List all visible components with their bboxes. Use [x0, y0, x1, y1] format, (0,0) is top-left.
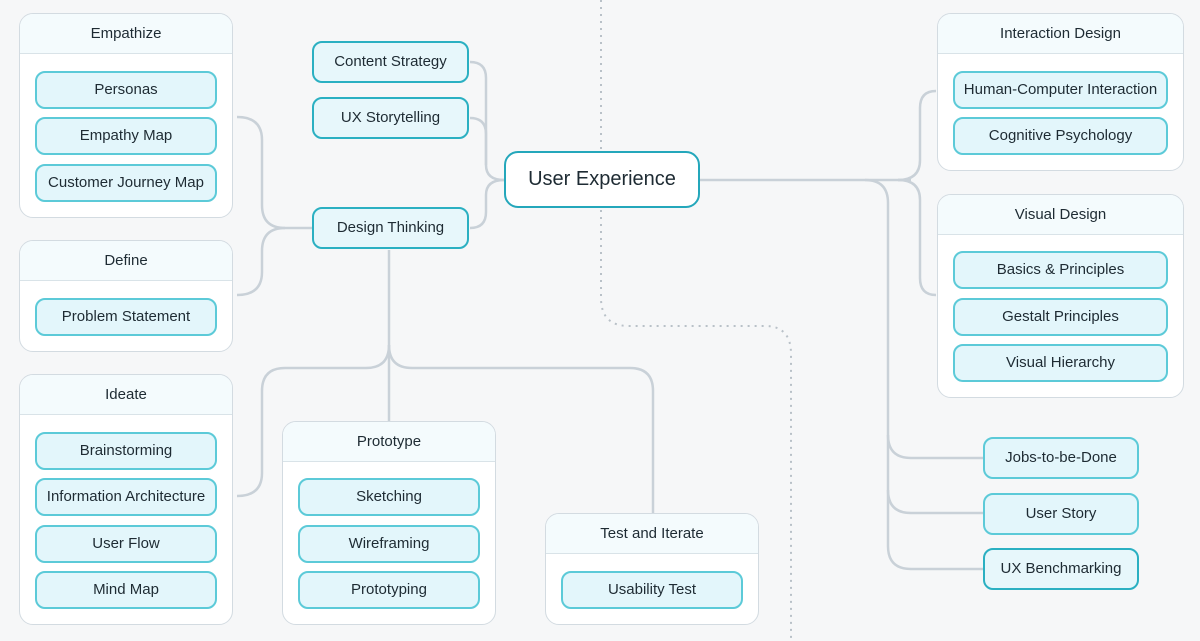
node-cognitive-psychology[interactable]: Cognitive Psychology — [953, 117, 1168, 155]
node-gestalt-principles[interactable]: Gestalt Principles — [953, 298, 1168, 336]
node-sketching[interactable]: Sketching — [298, 478, 480, 516]
node-label: Mind Map — [93, 581, 159, 598]
node-problem-statement[interactable]: Problem Statement — [35, 298, 217, 336]
group-title: Test and Iterate — [546, 514, 758, 554]
node-label: User Flow — [92, 535, 160, 552]
node-label: Cognitive Psychology — [988, 127, 1133, 144]
node-ux-benchmarking[interactable]: UX Benchmarking — [983, 548, 1139, 590]
node-label: Prototyping — [351, 581, 427, 598]
node-ux-storytelling[interactable]: UX Storytelling — [312, 97, 469, 139]
node-user-story[interactable]: User Story — [983, 493, 1139, 535]
node-label: UX Benchmarking — [1000, 560, 1122, 577]
node-label: Empathy Map — [79, 127, 173, 144]
node-label: Personas — [94, 81, 158, 98]
node-label: Design Thinking — [336, 219, 445, 236]
node-basics-and-principles[interactable]: Basics & Principles — [953, 251, 1168, 289]
node-content-strategy[interactable]: Content Strategy — [312, 41, 469, 83]
group-title: Prototype — [283, 422, 495, 462]
central-topic-user-experience[interactable]: User Experience — [504, 151, 700, 208]
node-wireframing[interactable]: Wireframing — [298, 525, 480, 563]
node-label: Problem Statement — [61, 308, 191, 325]
node-label: Customer Journey Map — [48, 174, 204, 191]
node-label: UX Storytelling — [340, 109, 441, 126]
group-title: Define — [20, 241, 232, 281]
group-title: Visual Design — [938, 195, 1183, 235]
node-usability-test[interactable]: Usability Test — [561, 571, 743, 609]
node-empathy-map[interactable]: Empathy Map — [35, 117, 217, 155]
node-mind-map[interactable]: Mind Map — [35, 571, 217, 609]
node-label: Brainstorming — [79, 442, 173, 459]
node-label: Human-Computer Interaction — [963, 81, 1158, 98]
group-title: Ideate — [20, 375, 232, 415]
node-jobs-to-be-done[interactable]: Jobs-to-be-Done — [983, 437, 1139, 479]
node-user-flow[interactable]: User Flow — [35, 525, 217, 563]
node-personas[interactable]: Personas — [35, 71, 217, 109]
node-label: Visual Hierarchy — [1006, 354, 1115, 371]
node-human-computer-interaction[interactable]: Human-Computer Interaction — [953, 71, 1168, 109]
group-title: Interaction Design — [938, 14, 1183, 54]
node-label: User Story — [1025, 505, 1097, 522]
central-topic-label: User Experience — [528, 168, 676, 190]
node-label: Gestalt Principles — [1002, 308, 1119, 325]
node-brainstorming[interactable]: Brainstorming — [35, 432, 217, 470]
node-customer-journey-map[interactable]: Customer Journey Map — [35, 164, 217, 202]
node-label: Wireframing — [348, 535, 430, 552]
node-visual-hierarchy[interactable]: Visual Hierarchy — [953, 344, 1168, 382]
node-prototyping[interactable]: Prototyping — [298, 571, 480, 609]
node-information-architecture[interactable]: Information Architecture — [35, 478, 217, 516]
node-label: Sketching — [356, 488, 422, 505]
node-design-thinking[interactable]: Design Thinking — [312, 207, 469, 249]
node-label: Information Architecture — [46, 488, 206, 505]
node-label: Basics & Principles — [996, 261, 1125, 278]
node-label: Jobs-to-be-Done — [1005, 449, 1117, 466]
node-label: Content Strategy — [334, 53, 447, 70]
group-title: Empathize — [20, 14, 232, 54]
node-label: Usability Test — [607, 581, 697, 598]
